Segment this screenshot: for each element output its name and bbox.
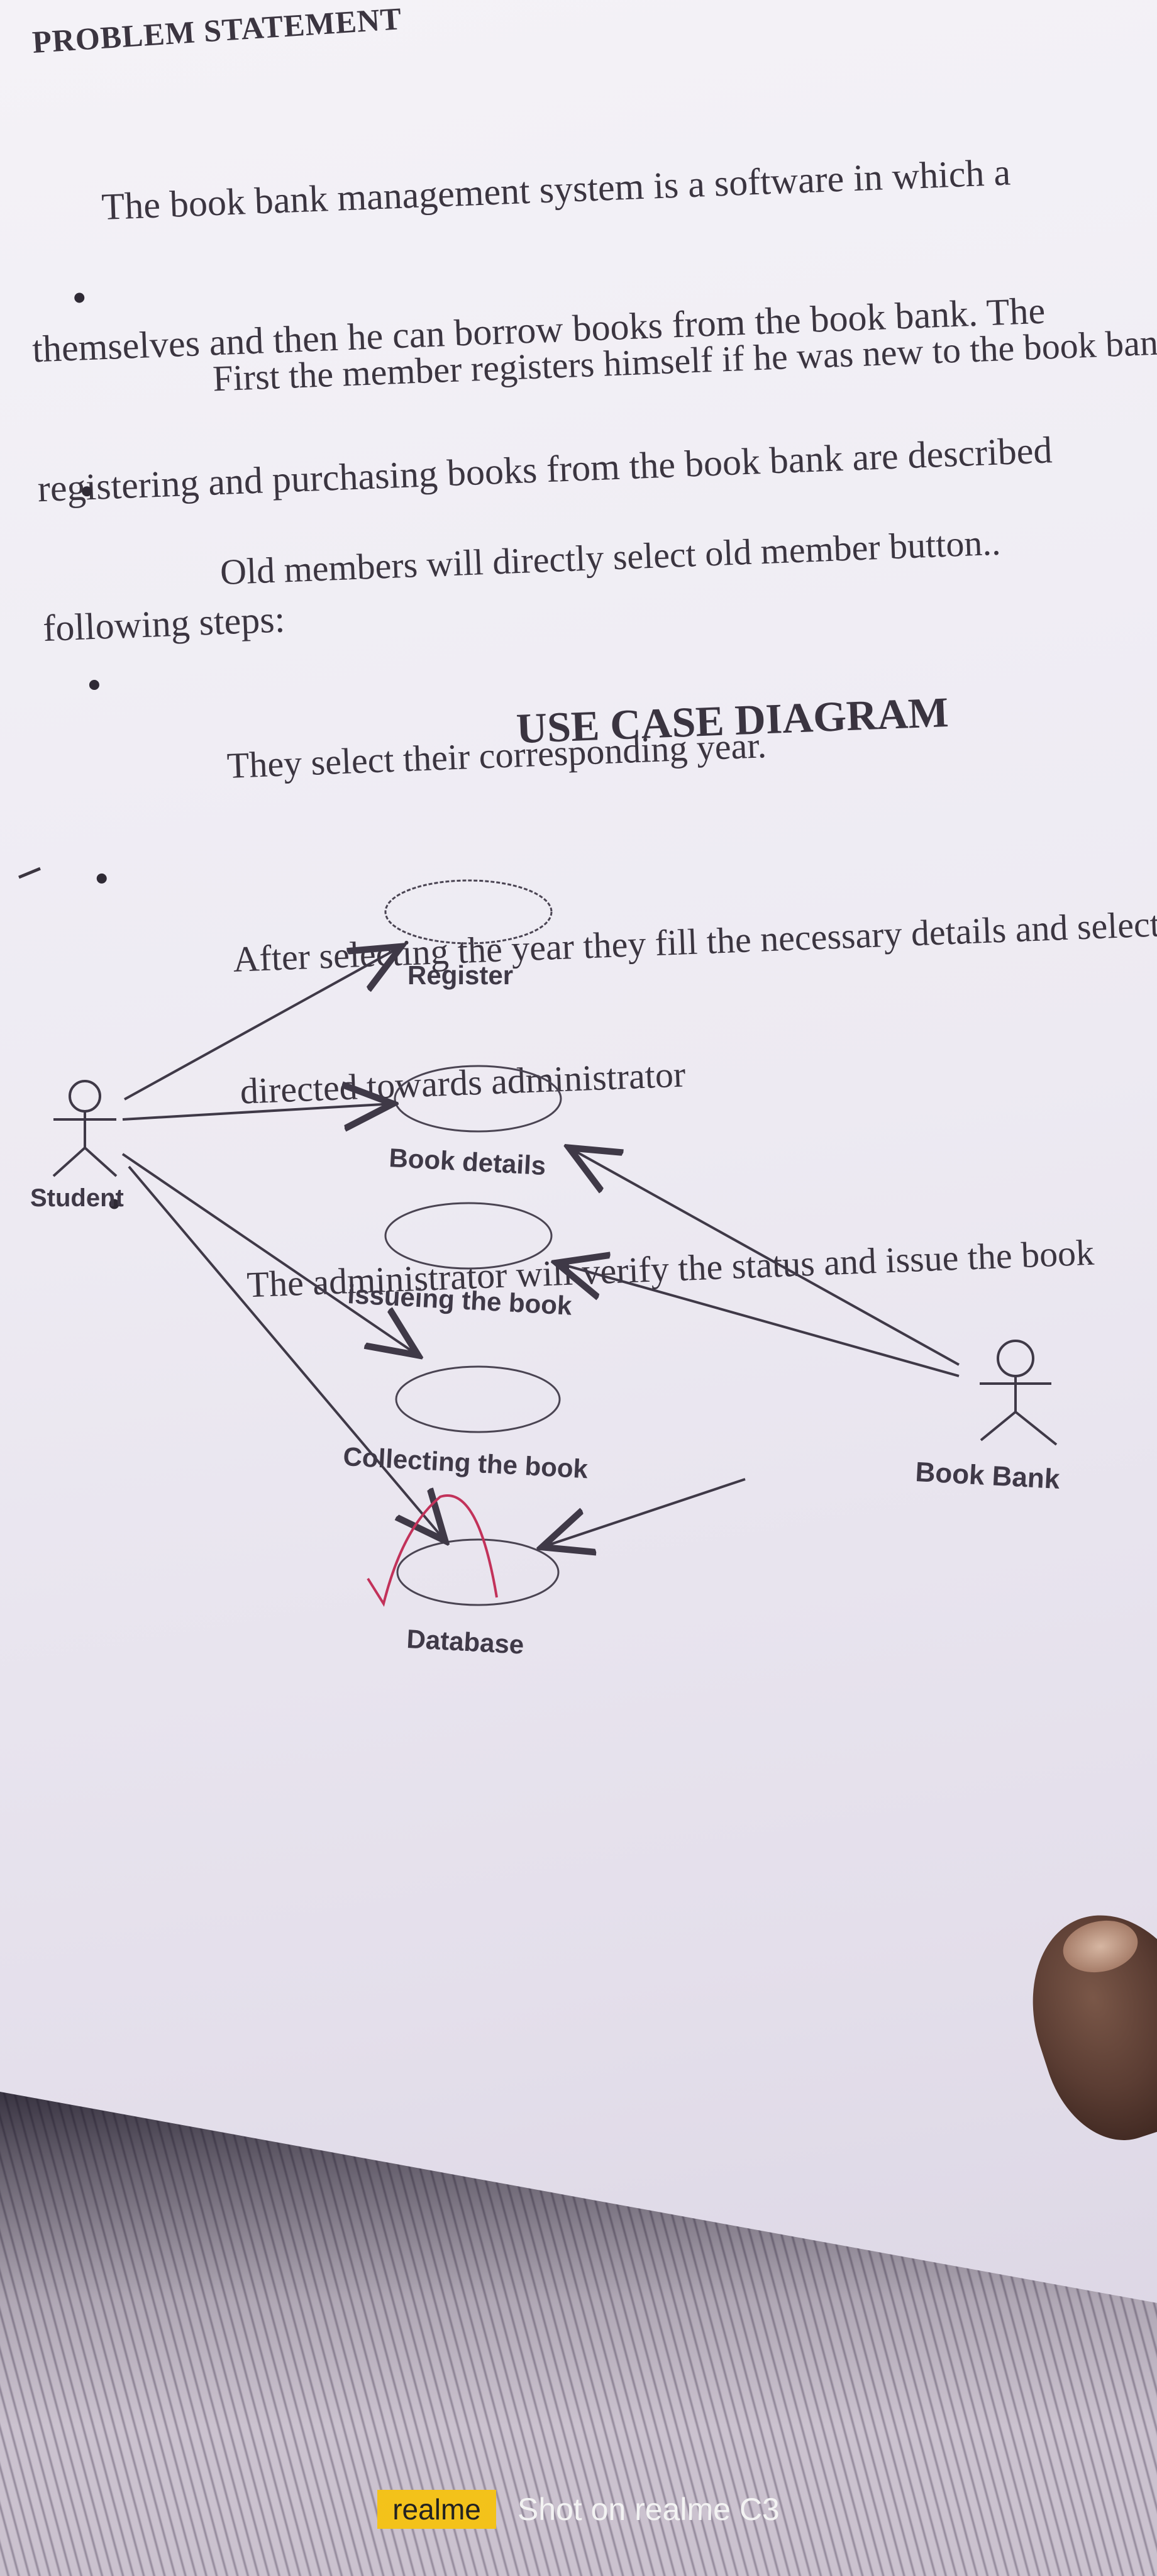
printed-text-block: PROBLEM STATEMENT The book bank manageme… bbox=[0, 0, 1157, 1305]
watermark-caption: Shot on realme C3 bbox=[517, 2492, 780, 2527]
bullet-icon bbox=[74, 292, 85, 303]
association-bank-book-details-arrow bbox=[569, 1148, 960, 1366]
use-case-issueing-the-book bbox=[384, 1202, 553, 1270]
use-case-book-details bbox=[394, 1065, 562, 1133]
use-case-label-issueing-the-book: issueing the book bbox=[347, 1279, 573, 1321]
use-case-diagram: Student Book Bank Register Book details … bbox=[30, 879, 1061, 1660]
use-case-label-register: Register bbox=[407, 960, 513, 990]
brand-tag: realme bbox=[377, 2490, 496, 2529]
use-case-label-book-details: Book details bbox=[389, 1143, 547, 1180]
association-collecting-arrow bbox=[121, 1153, 418, 1355]
paragraph-line: The book bank management system is a sof… bbox=[26, 151, 1012, 231]
list-item-text: Old members will directly select old mem… bbox=[219, 521, 1002, 593]
list-item: Old members will directly select old mem… bbox=[69, 425, 1157, 645]
page-heading: PROBLEM STATEMENT bbox=[31, 1, 403, 60]
association-bank-issue-arrow bbox=[556, 1263, 960, 1377]
book-bank-actor-icon bbox=[980, 1340, 1058, 1446]
bullet-icon bbox=[81, 486, 92, 497]
association-to-database-arrow bbox=[542, 1478, 746, 1547]
use-case-register bbox=[384, 879, 553, 945]
association-database-arrow bbox=[128, 1165, 445, 1541]
camera-watermark: realme Shot on realme C3 bbox=[0, 2490, 1157, 2529]
use-case-collecting-the-book bbox=[395, 1365, 561, 1433]
actor-label-book-bank: Book Bank bbox=[914, 1457, 1061, 1495]
bullet-icon bbox=[89, 679, 100, 691]
association-book-details-arrow bbox=[122, 1104, 393, 1119]
pen-check-mark bbox=[367, 1494, 498, 1607]
margin-pen-mark bbox=[18, 867, 41, 879]
association-register-arrow bbox=[124, 947, 401, 1101]
use-case-database bbox=[396, 1538, 560, 1606]
list-item-text: First the member registers himself if he… bbox=[212, 321, 1157, 399]
student-actor-icon bbox=[52, 1080, 118, 1177]
actor-label-student: Student bbox=[30, 1184, 124, 1212]
use-case-label-database: Database bbox=[406, 1624, 525, 1660]
